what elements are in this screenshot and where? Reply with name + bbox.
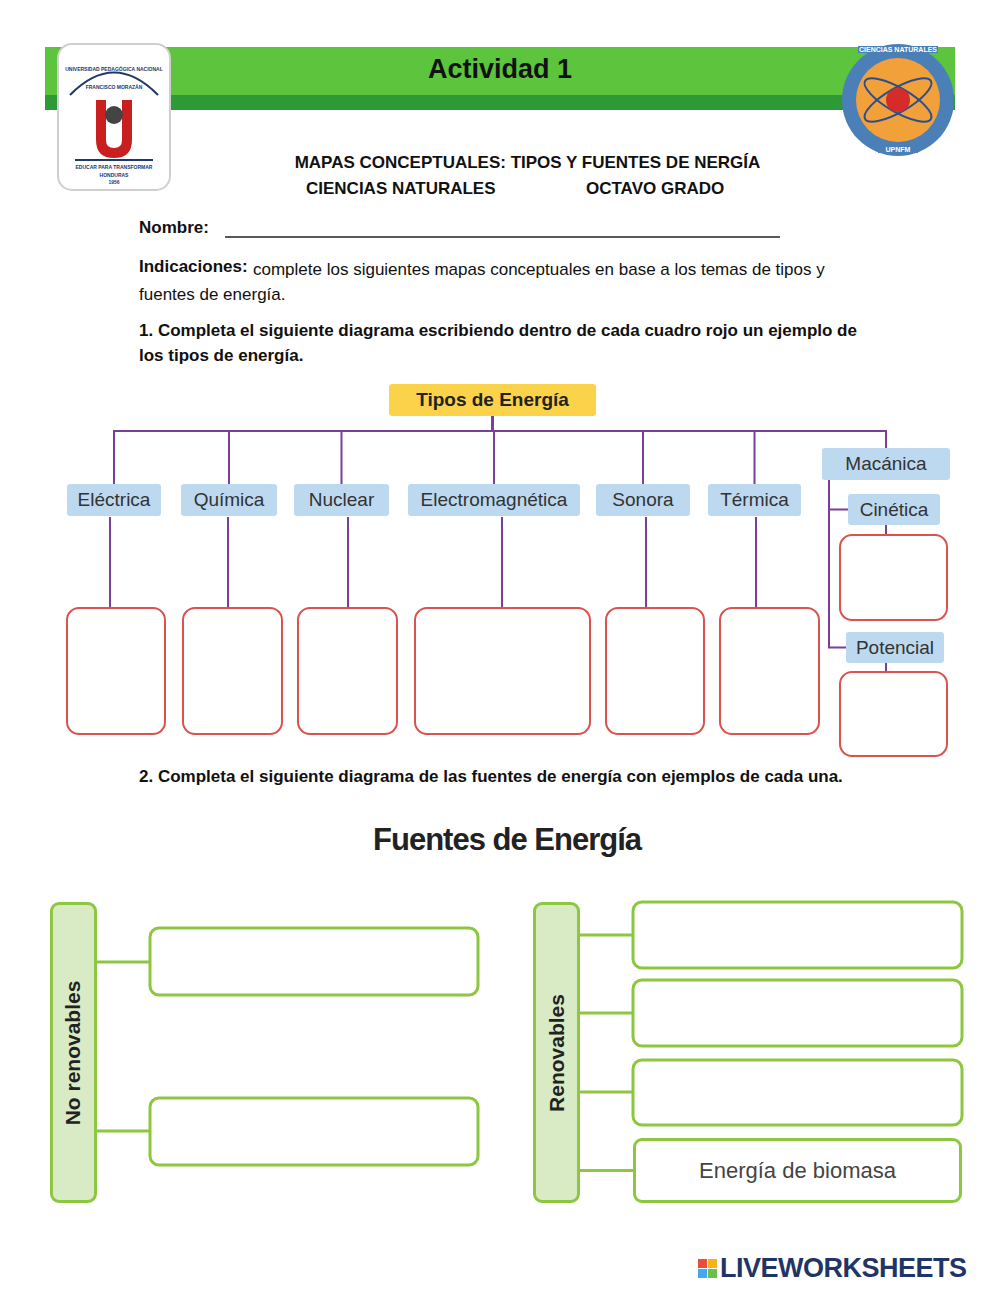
label-text: FRANCISCO MORAZÁN	[60, 84, 168, 90]
type-box: Térmica	[708, 484, 801, 516]
node-text: Eléctrica	[78, 489, 151, 511]
logo-left	[58, 44, 170, 190]
logo-right-ring	[842, 44, 954, 156]
type-box: Química	[181, 484, 277, 516]
type-box: Macánica	[822, 448, 950, 480]
category-band: Renovables	[533, 902, 580, 1203]
connector	[114, 416, 493, 484]
label-text: Fuentes de Energía	[0, 822, 1000, 858]
node-text: No renovables	[62, 980, 86, 1125]
label-text: 1956	[60, 179, 168, 185]
label-text: 2. Completa el siguiente diagrama de las…	[139, 764, 864, 789]
logo-atom	[886, 88, 910, 112]
connector	[829, 480, 848, 510]
node-text: Electromagnética	[421, 489, 568, 511]
connector	[342, 416, 493, 484]
type-box: Eléctrica	[67, 484, 161, 516]
logo-arch	[70, 73, 158, 96]
header-strip	[45, 95, 955, 110]
logo-base	[75, 159, 153, 161]
label-text: Nombre:	[139, 218, 209, 238]
connector	[493, 416, 755, 484]
title-box: Tipos de Energía	[389, 384, 596, 416]
connector	[580, 1169, 633, 1172]
node-text: Tipos de Energía	[416, 389, 569, 411]
label-text: CIENCIAS NATURALES	[858, 46, 938, 53]
connector	[229, 416, 493, 484]
source-box: Energía de biomasa	[633, 1138, 962, 1203]
label-text: MAPAS CONCEPTUALES: TIPOS Y FUENTES DE N…	[0, 153, 1000, 173]
lw-icon	[698, 1259, 717, 1278]
label-text: UNIVERSIDAD PEDAGÓGICA NACIONAL	[60, 66, 168, 72]
connector	[493, 416, 887, 448]
connector	[493, 416, 644, 484]
node-text: Cinética	[860, 499, 929, 521]
node-text: Nuclear	[309, 489, 374, 511]
subtype-box: Potencial	[846, 632, 944, 663]
label-text: Indicaciones:	[139, 257, 248, 277]
answer-boxes	[67, 535, 947, 756]
type-box: Electromagnética	[408, 484, 580, 516]
label-text: EDUCAR PARA TRANSFORMAR	[60, 164, 168, 170]
label-text: OCTAVO GRADO	[586, 179, 724, 199]
label-text: UPNFM	[878, 146, 918, 153]
node-text: Renovables	[545, 994, 569, 1112]
subtype-box: Cinética	[848, 494, 940, 525]
logo-face	[105, 106, 123, 124]
node-text: Térmica	[720, 489, 789, 511]
node-text: Química	[194, 489, 265, 511]
node-text: Sonora	[612, 489, 673, 511]
label-text: HONDURAS	[60, 172, 168, 178]
label-text: CIENCIAS NATURALES	[306, 179, 496, 199]
type-box: Nuclear	[294, 484, 389, 516]
node-text: Energía de biomasa	[699, 1158, 896, 1184]
label-text: 1. Completa el siguiente diagrama escrib…	[139, 318, 864, 368]
connector	[829, 480, 846, 648]
logo-right-inner	[856, 58, 940, 142]
type-box: Sonora	[596, 484, 690, 516]
node-text: Potencial	[856, 637, 934, 659]
label-text: LIVEWORKSHEETS	[720, 1253, 967, 1284]
node-text: Macánica	[845, 453, 926, 475]
category-band: No renovables	[50, 902, 97, 1203]
logo-u	[96, 100, 132, 158]
label-text: complete los siguientes mapas conceptual…	[139, 257, 864, 307]
name-line	[225, 236, 780, 238]
